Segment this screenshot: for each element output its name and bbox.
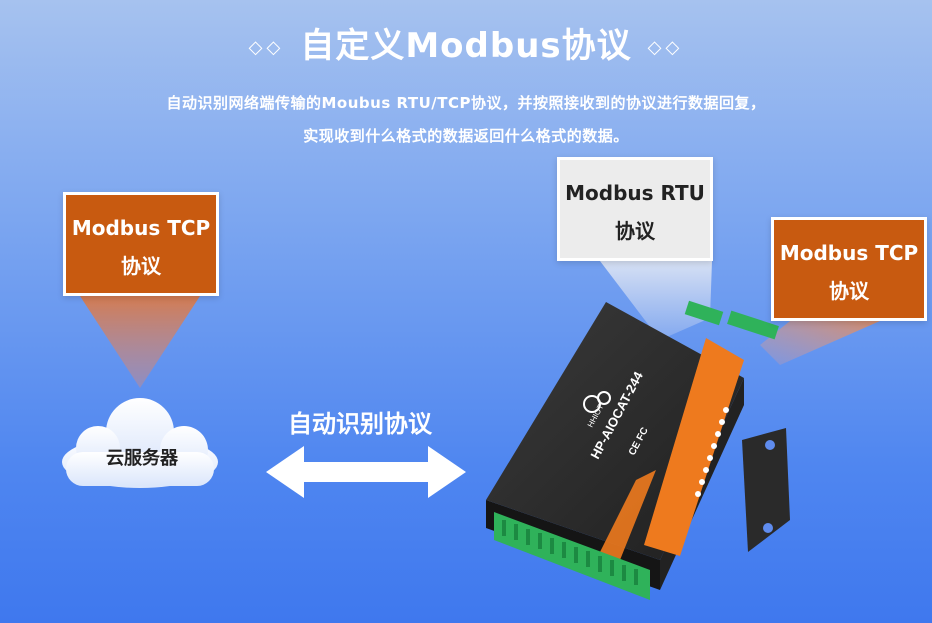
double-arrow-icon	[266, 446, 466, 498]
left-beam	[80, 296, 200, 388]
auto-detect-label: 自动识别协议	[288, 410, 432, 438]
diamond-deco-left-icon: ◇◇	[248, 37, 285, 58]
cloud-server-label: 云服务器	[106, 448, 178, 469]
box-line-1: Modbus RTU	[565, 181, 705, 205]
cloud-shape	[62, 398, 218, 488]
right-beam	[760, 321, 880, 365]
rtu-beam	[600, 261, 712, 340]
title-text: 自定义Modbus协议	[300, 26, 632, 66]
modbus-rtu-box: Modbus RTU 协议	[557, 157, 713, 261]
right-modbus-tcp-box: Modbus TCP 协议	[771, 217, 927, 321]
box-line-2: 协议	[615, 219, 655, 243]
left-modbus-tcp-box: Modbus TCP 协议	[63, 192, 219, 296]
box-line-1: Modbus TCP	[779, 241, 919, 265]
description-line-2: 实现收到什么格式的数据返回什么格式的数据。	[303, 127, 629, 145]
box-line-2: 协议	[829, 279, 869, 303]
device-illustration: HP-AIOCAT-244 HHIOT CE FC	[486, 300, 790, 600]
description-line-1: 自动识别网络端传输的Moubus RTU/TCP协议，并按照接收到的协议进行数据…	[166, 94, 766, 112]
diamond-deco-right-icon: ◇◇	[647, 37, 684, 58]
box-line-1: Modbus TCP	[71, 216, 211, 240]
page-title: ◇◇ 自定义Modbus协议 ◇◇	[0, 18, 932, 67]
box-line-2: 协议	[121, 254, 161, 278]
